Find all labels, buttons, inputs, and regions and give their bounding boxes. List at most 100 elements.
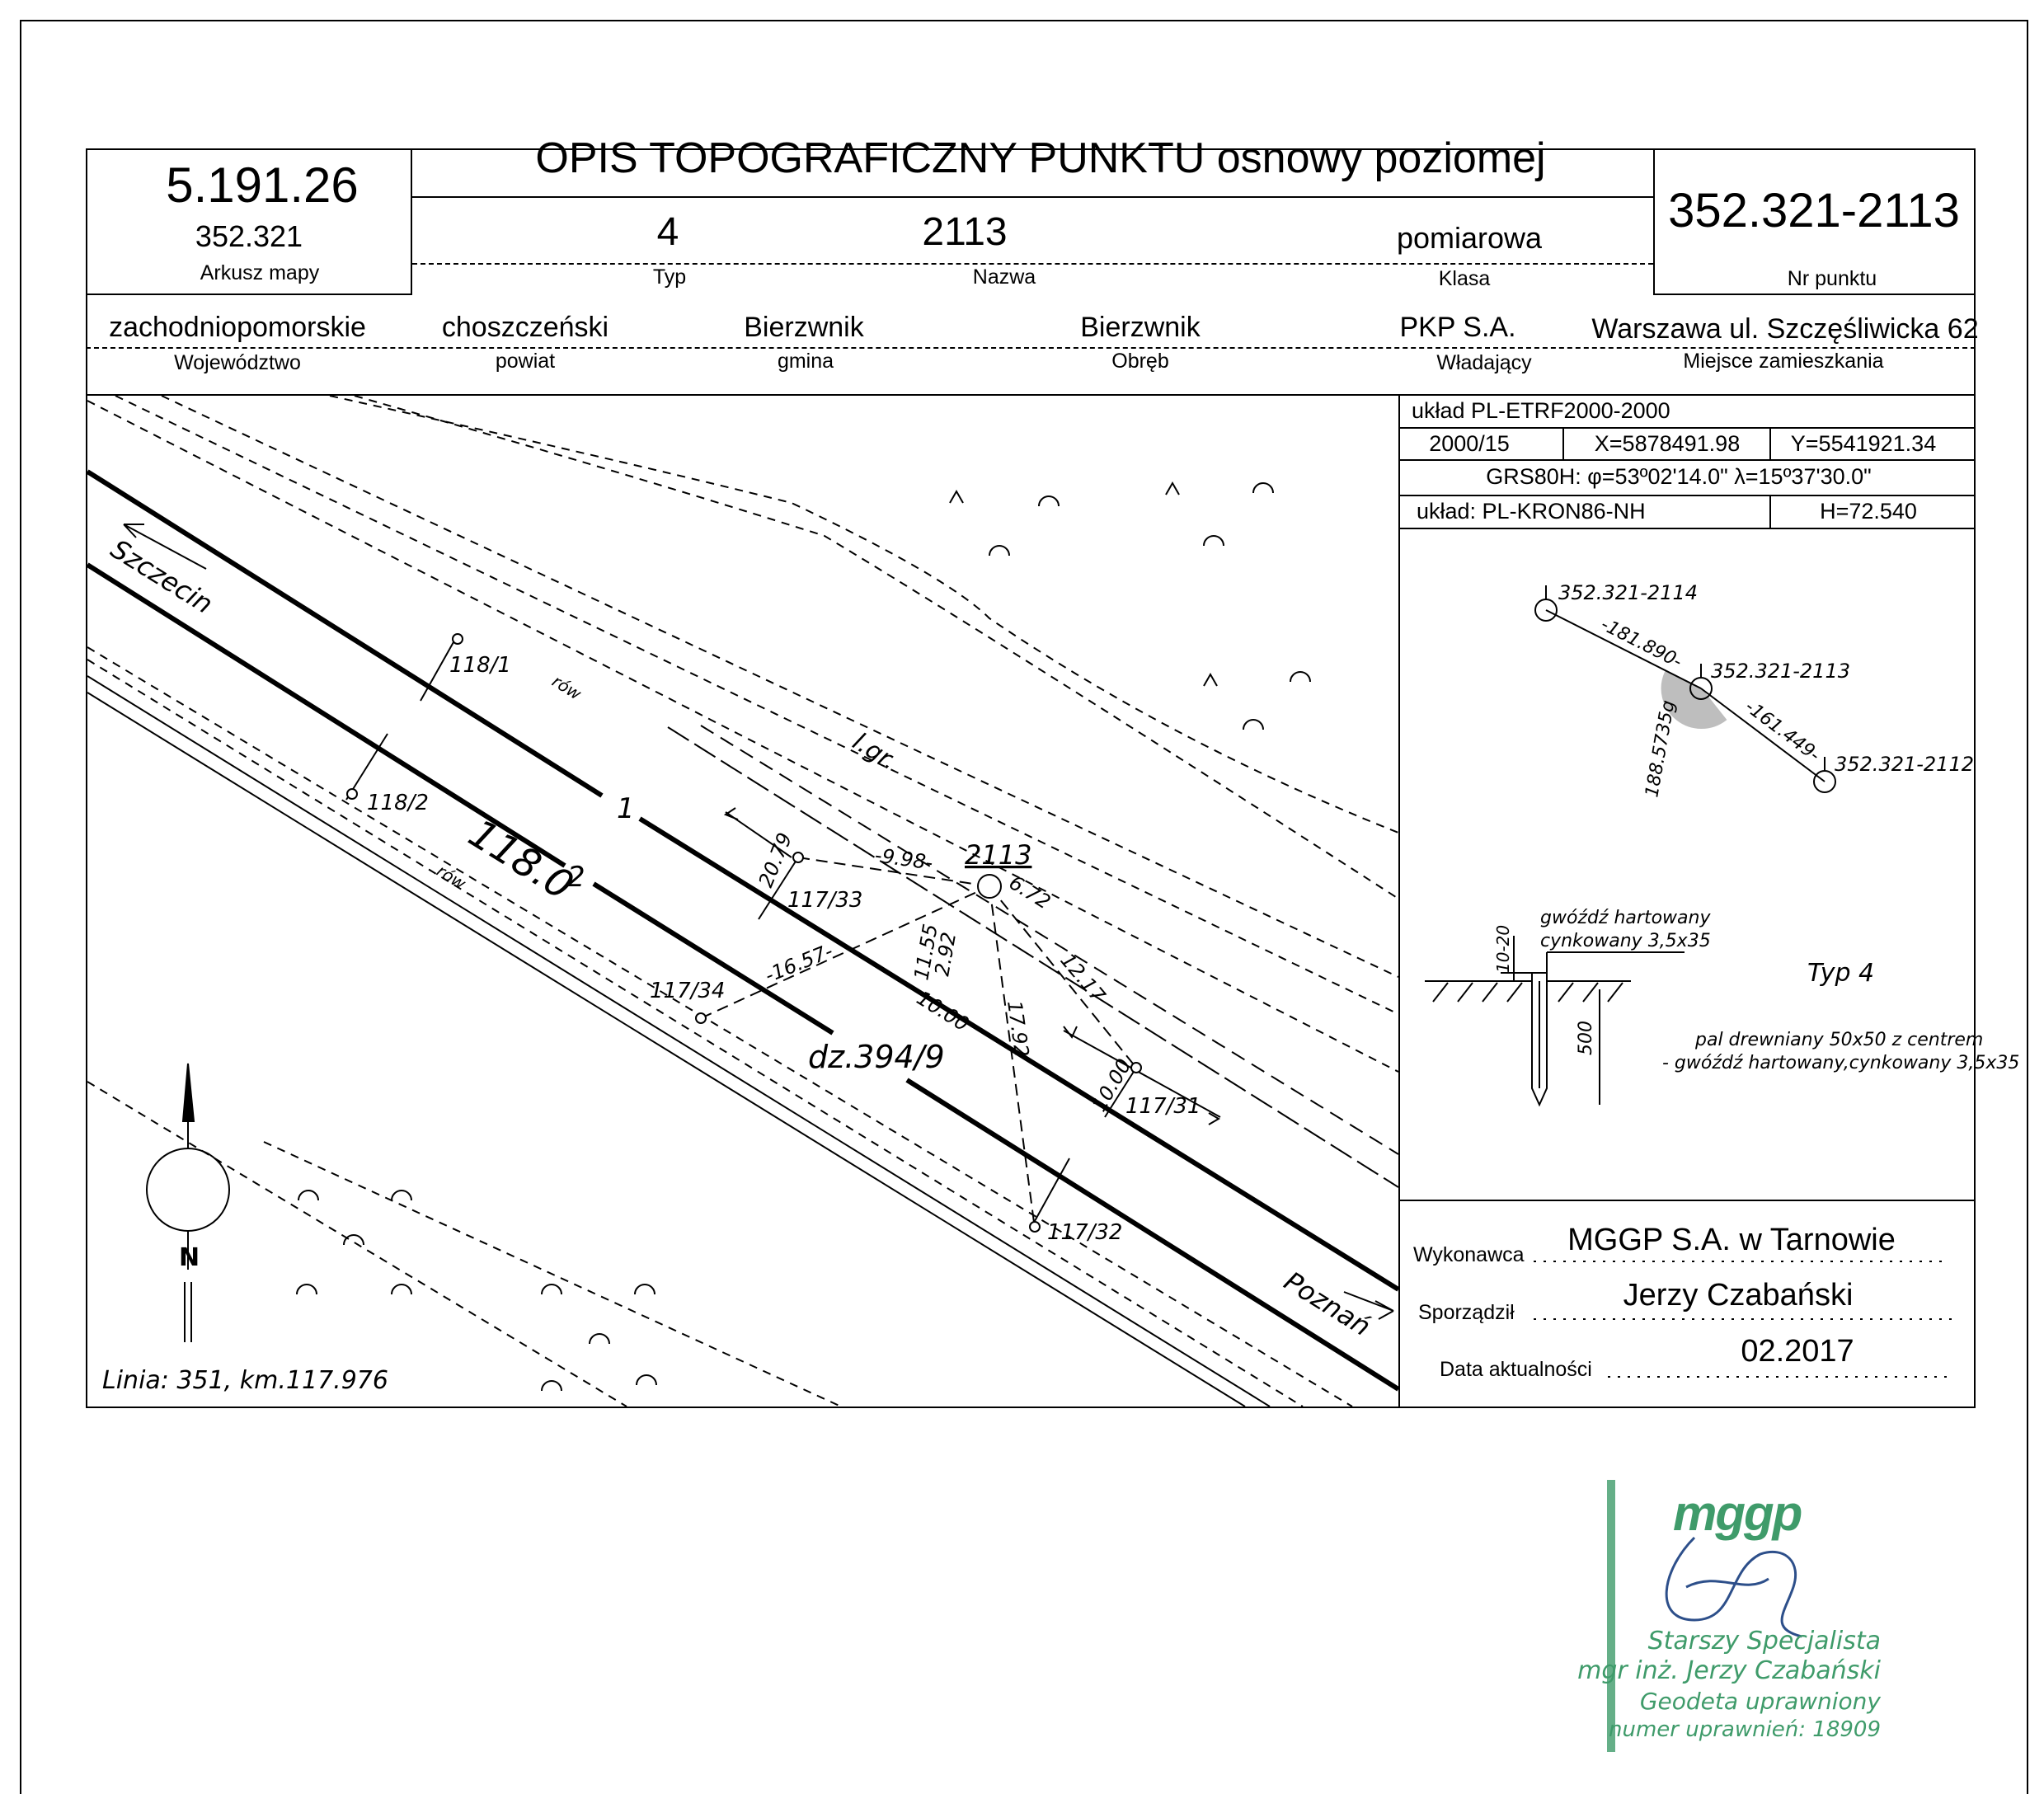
- marker-nail2: cynkowany 3,5x35: [1540, 931, 1711, 951]
- net-p2: 352.321-2113: [1711, 660, 1850, 683]
- class-label: Klasa: [1438, 267, 1491, 290]
- class-value: pomiarowa: [1396, 221, 1543, 255]
- footer-dotted-lines: [1534, 1261, 1954, 1378]
- date-label: Data aktualności: [1440, 1358, 1592, 1381]
- contractor-label: Wykonawca: [1413, 1243, 1525, 1266]
- county-label: powiat: [495, 350, 556, 373]
- coords-col-line-1: [1562, 427, 1564, 459]
- stamp-logo: mggp: [1673, 1486, 1802, 1541]
- coords-row-line-4: [1398, 528, 1976, 529]
- owner-label: Władający: [1436, 351, 1532, 374]
- marker-nail: gwóźdź hartowany: [1540, 908, 1711, 928]
- sheet-map: 352.321: [195, 219, 303, 253]
- main-point-marker: [977, 874, 1002, 899]
- map-p1182: 118/2: [367, 791, 429, 815]
- embankment-lower: [87, 675, 1271, 1407]
- marker-length: 500: [1576, 1021, 1596, 1055]
- sheet-map-label: Arkusz mapy: [200, 261, 320, 284]
- stamp-line2: mgr inż. Jerzy Czabański: [1577, 1656, 1881, 1685]
- marker-desc2: - gwóźdź hartowany,cynkowany 3,5x35: [1662, 1053, 2019, 1073]
- map-m998: -9.98-: [873, 843, 934, 875]
- sheet-border: [86, 148, 1976, 1408]
- map-m672: 6.72: [1005, 871, 1055, 913]
- marker-sketch: [1425, 936, 1685, 1107]
- commune: Bierzwnik: [744, 312, 864, 343]
- net-p1: 352.321-2114: [1558, 581, 1698, 604]
- north-arrow: [146, 1063, 230, 1342]
- map-p1181: 118/1: [449, 653, 511, 678]
- vegetation-symbols: [296, 481, 1311, 1392]
- coord-y: Y=5541921.34: [1790, 431, 1937, 456]
- admin-bottom-line: [86, 394, 1976, 396]
- coords-row-line-3: [1398, 495, 1976, 496]
- point-markers: [346, 633, 1142, 1233]
- measurement-ticks: [345, 634, 1221, 1229]
- map-linia: Linia: 351, km.117.976: [102, 1366, 388, 1395]
- residence-label: Miejsce zamieszkania: [1683, 350, 1884, 373]
- sheet-number-box: [86, 148, 412, 295]
- embankment-upper: [667, 725, 1398, 1188]
- header-title-line: [412, 196, 1653, 198]
- author-label: Sporządził: [1418, 1301, 1515, 1324]
- name-label: Nazwa: [972, 265, 1036, 289]
- signature: [1665, 1536, 1802, 1638]
- coord-system: układ PL-ETRF2000-2000: [1412, 398, 1670, 423]
- map-track1: 1: [617, 792, 635, 825]
- name-value: 2113: [922, 210, 1008, 254]
- map-rw1: rów: [548, 671, 585, 704]
- map-p11732: 117/32: [1047, 1220, 1122, 1245]
- point-number: 352.321-2113: [1668, 184, 1960, 237]
- point-number-box: [1653, 148, 1976, 295]
- map-p11733: 117/33: [787, 888, 862, 913]
- railway-tracks: [87, 469, 1398, 1392]
- coord-h: H=72.540: [1820, 499, 1917, 524]
- map-p11734: 117/34: [650, 979, 725, 1003]
- sheet-number: 5.191.26: [166, 157, 359, 213]
- map-rw2: rów: [433, 861, 469, 894]
- type-label: Typ: [652, 265, 687, 289]
- voivodeship-label: Województwo: [174, 351, 301, 374]
- stamp-line1: Starszy Specjalista: [1647, 1627, 1881, 1655]
- direction-arrows: [123, 524, 1394, 1320]
- measurement-lines: [700, 857, 1137, 1229]
- map-p11731: 117/31: [1125, 1094, 1201, 1119]
- net-p3: 352.321-2112: [1835, 753, 1974, 776]
- map-m1000a: 10.00: [913, 986, 973, 1036]
- net-d2: -161.449-: [1741, 697, 1823, 766]
- north-label: N: [179, 1243, 200, 1272]
- contractor: MGGP S.A. w Tarnowie: [1567, 1223, 1896, 1257]
- stamp-line4: numer uprawnień: 18909: [1608, 1717, 1881, 1742]
- marker-type: Typ 4: [1807, 959, 1874, 988]
- coord-grs: GRS80H: φ=53º02'14.0" λ=15º37'30.0": [1486, 464, 1872, 489]
- footer-divider: [1398, 1200, 1976, 1201]
- owner: PKP S.A.: [1399, 312, 1516, 343]
- coords-row-line-2: [1398, 459, 1976, 461]
- map-poznan: Poznań: [1279, 1266, 1376, 1343]
- map-km: 118.0: [461, 810, 581, 909]
- date: 02.2017: [1741, 1334, 1854, 1369]
- coords-col-line-3: [1769, 495, 1771, 528]
- map-track2: 2: [567, 861, 585, 894]
- commune-label: gmina: [777, 350, 834, 373]
- admin-dash-line: [86, 347, 1976, 349]
- page-frame: [20, 20, 2028, 1794]
- network-sketch: [1534, 585, 1836, 793]
- coord-height-system: układ: PL-KRON86-NH: [1417, 499, 1646, 524]
- stamp-bar: [1607, 1480, 1615, 1752]
- precinct: Bierzwnik: [1080, 312, 1201, 343]
- coord-zone: 2000/15: [1429, 431, 1510, 456]
- coords-panel: [1398, 394, 1977, 1408]
- county: choszczeński: [441, 312, 609, 343]
- type-value: 4: [656, 210, 679, 254]
- precinct-label: Obręb: [1111, 350, 1169, 373]
- sheet-title: OPIS TOPOGRAFICZNY PUNKTU osnowy poziome…: [535, 134, 1546, 182]
- map-m1657: -16.57-: [762, 939, 836, 987]
- coords-row-line-1: [1398, 427, 1976, 429]
- marker-depth: 10-20: [1493, 925, 1513, 973]
- map-gr: l.gr.: [848, 727, 902, 776]
- point-number-label: Nr punktu: [1787, 267, 1877, 290]
- dashed-lines: [87, 396, 1398, 1407]
- map-m2079: 20.79: [754, 829, 797, 890]
- header-dash-line: [412, 263, 1653, 265]
